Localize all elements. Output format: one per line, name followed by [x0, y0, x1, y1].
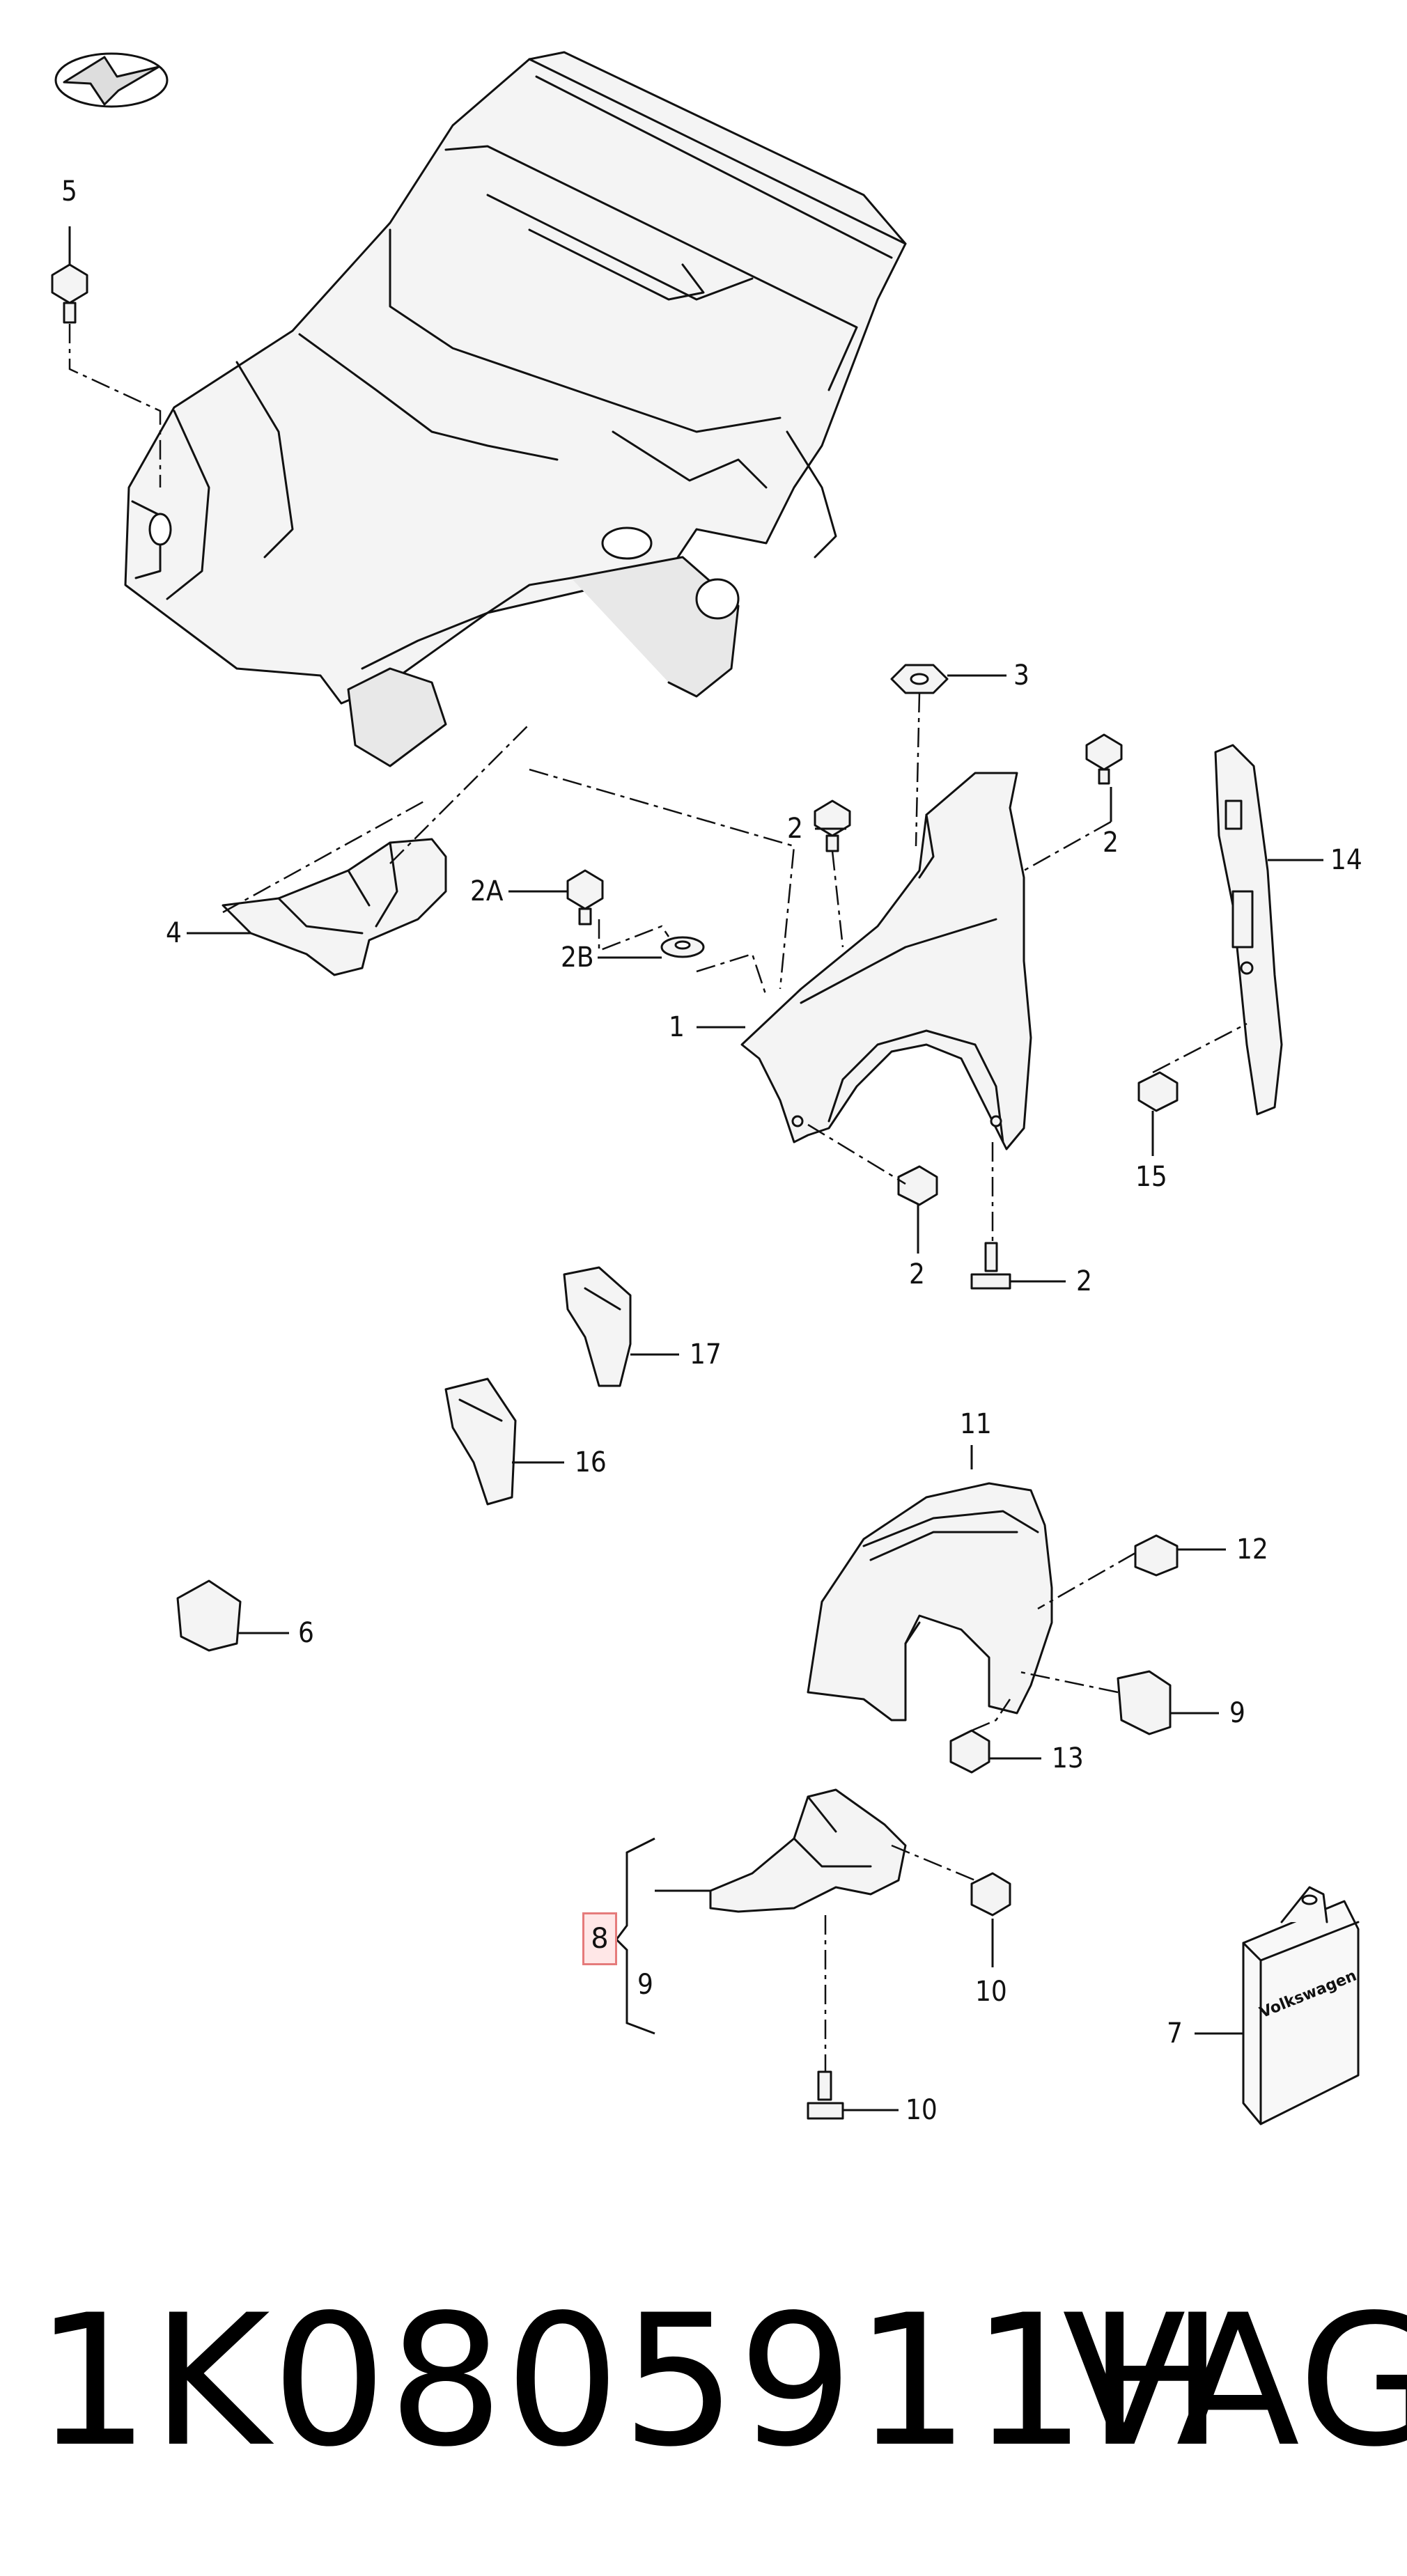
- callout-2-bolt: 2: [1076, 1265, 1092, 1297]
- clip-9-upper: [1118, 1671, 1170, 1734]
- bolt-13: [951, 1731, 989, 1772]
- fastener-5: [52, 265, 87, 322]
- washer-2B: [662, 937, 704, 957]
- reference-lines: [70, 324, 1247, 2072]
- bolt-2-lower: [899, 1166, 937, 1205]
- bolt-2A: [568, 871, 603, 924]
- part-16-bracket: [446, 1379, 515, 1504]
- callout-9-lower: 9: [637, 1969, 653, 2001]
- callout-2-right: 2: [1103, 827, 1119, 859]
- brand-name: VAG: [1062, 2277, 1407, 2487]
- bolt-10-right: [972, 1873, 1010, 1915]
- callout-2-lower: 2: [909, 1258, 925, 1290]
- bolt-2-vertical: [972, 1243, 1010, 1288]
- bolt-2-right: [1087, 735, 1121, 783]
- callout-14: 14: [1330, 844, 1362, 876]
- callout-5: 5: [61, 175, 77, 208]
- part-11-wheel-liner: [808, 1483, 1052, 1720]
- callout-4: 4: [166, 917, 182, 949]
- front-body-frame: [125, 52, 905, 766]
- bolt-2-top: [815, 801, 850, 851]
- callout-2-top: 2: [787, 813, 803, 845]
- part-4-bracket: [223, 839, 446, 975]
- part-7-package: [1243, 1887, 1358, 2124]
- vw-group-logo: [56, 54, 167, 107]
- callout-6: 6: [298, 1617, 314, 1649]
- callout-10-right: 10: [975, 1976, 1007, 2008]
- callout-3: 3: [1013, 659, 1029, 692]
- callout-17: 17: [690, 1338, 722, 1371]
- callout-2A: 2A: [470, 875, 504, 907]
- callout-13: 13: [1052, 1742, 1084, 1774]
- callout-7: 7: [1167, 2017, 1183, 2050]
- callout-1: 1: [669, 1011, 685, 1043]
- part-8-cover: [710, 1790, 905, 1912]
- callout-12: 12: [1236, 1533, 1268, 1566]
- part-number: 1K0805911H: [35, 2277, 1226, 2487]
- washer-3: [892, 665, 947, 693]
- part-17-bracket: [564, 1267, 630, 1386]
- part-1-fender: [742, 773, 1031, 1149]
- callout-9-upper: 9: [1229, 1697, 1245, 1729]
- clip-15: [1139, 1072, 1177, 1111]
- callout-10-bottom: 10: [905, 2094, 938, 2126]
- clip-12: [1135, 1536, 1177, 1575]
- callout-15: 15: [1135, 1161, 1167, 1193]
- leader-lines: [70, 226, 1323, 2110]
- callout-16: 16: [575, 1446, 607, 1478]
- part-14-strip: [1215, 745, 1282, 1114]
- bolt-10-bottom: [808, 2072, 843, 2118]
- callout-8-highlight: 8: [582, 1912, 617, 1965]
- callout-2B: 2B: [561, 942, 594, 974]
- callout-11: 11: [960, 1408, 992, 1440]
- part-6-pad: [178, 1581, 240, 1650]
